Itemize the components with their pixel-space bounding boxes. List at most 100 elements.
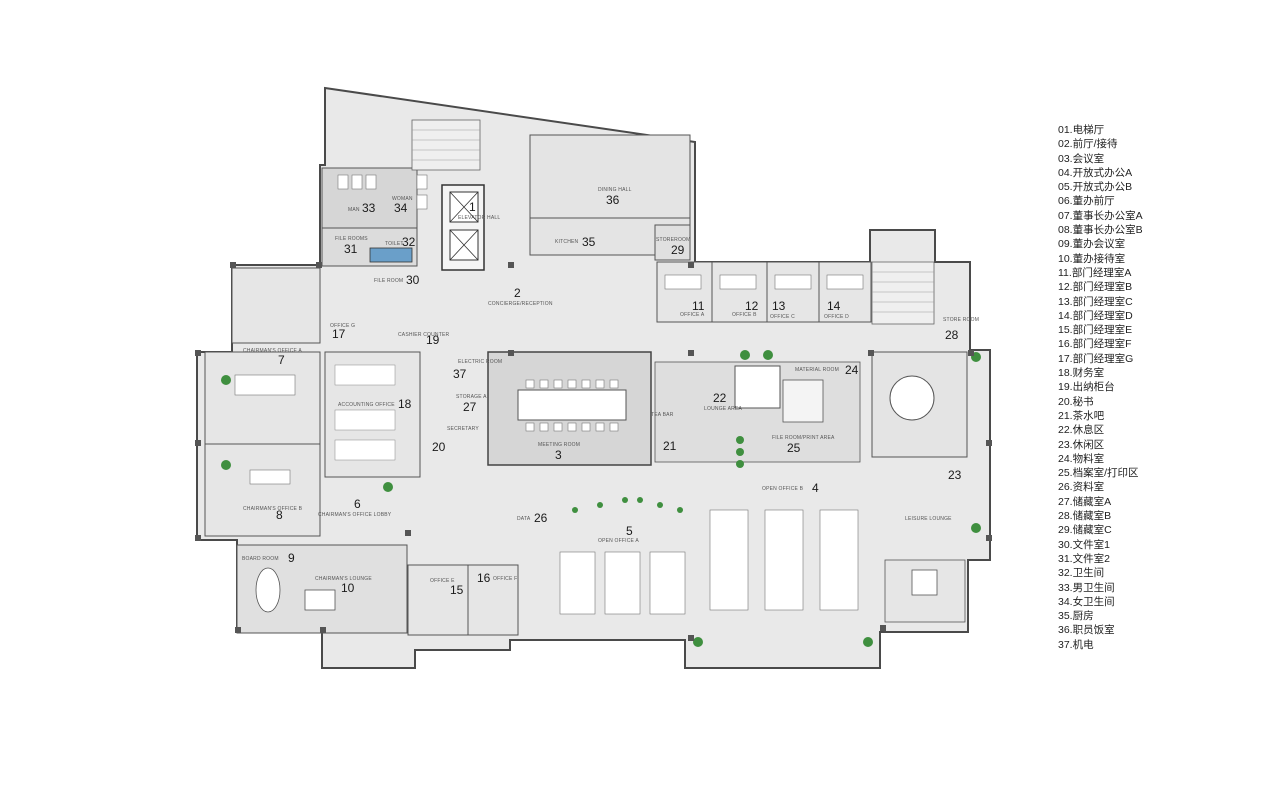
room-14-label: OFFICE D	[824, 314, 849, 320]
chairman-zone	[204, 267, 408, 634]
room-13-label: OFFICE C	[770, 314, 795, 320]
legend-item: 25.档案室/打印区	[1058, 467, 1139, 480]
legend-item: 26.资料室	[1058, 481, 1105, 494]
room-1-label: ELEVATOR HALL	[458, 215, 500, 221]
legend-item: 15.部门经理室E	[1058, 324, 1133, 337]
legend-item: 28.储藏室B	[1058, 510, 1112, 523]
room-21-label: TEA BAR	[651, 412, 674, 418]
room-28-number: 28	[945, 328, 959, 342]
room-24-label: MATERIAL ROOM	[795, 367, 839, 373]
room-37-number: 37	[453, 367, 467, 381]
room-20-label: SECRETARY	[447, 426, 479, 432]
legend-item: 14.部门经理室D	[1058, 309, 1133, 322]
legend-item: 17.部门经理室G	[1058, 352, 1134, 365]
room-16-number: 16	[477, 571, 491, 585]
legend-item: 33.男卫生间	[1058, 581, 1115, 594]
room-22-number: 22	[713, 391, 727, 405]
room-33-number: 33	[362, 201, 376, 215]
room-6-label: CHAIRMAN'S OFFICE LOBBY	[318, 512, 392, 518]
legend-item: 09.董办会议室	[1058, 238, 1126, 251]
room-27-number: 27	[463, 400, 477, 414]
legend-item: 20.秘书	[1058, 395, 1094, 408]
room-35-label: KITCHEN	[555, 239, 579, 245]
room-29-number: 29	[671, 243, 685, 257]
room-34-label: WOMAN	[392, 196, 413, 202]
legend-item: 30.文件室1	[1058, 538, 1110, 551]
room-25-label: FILE ROOM/PRINT AREA	[772, 435, 835, 441]
room-17-label: OFFICE G	[330, 323, 355, 329]
meeting-room-zone	[487, 351, 652, 466]
room-3-label: MEETING ROOM	[538, 442, 580, 448]
legend-item: 04.开放式办公A	[1058, 166, 1133, 179]
room-3-number: 3	[555, 448, 562, 462]
room-1-number: 1	[469, 200, 476, 214]
room-37-label: ELECTRIC ROOM	[458, 359, 502, 365]
stair-top	[411, 119, 935, 325]
room-18-label: ACCOUNTING OFFICE	[338, 402, 395, 408]
legend-item: 03.会议室	[1058, 152, 1105, 165]
room-4-label: OPEN OFFICE B	[762, 486, 804, 492]
room-36-number: 36	[606, 193, 620, 207]
room-17-number: 17	[332, 327, 346, 341]
service-zone	[321, 167, 428, 267]
room-9-label: BOARD ROOM	[242, 556, 279, 562]
room-12-number: 12	[745, 299, 759, 313]
room-12-label: OFFICE B	[732, 312, 757, 318]
legend-item: 13.部门经理室C	[1058, 295, 1133, 308]
legend-item: 37.机电	[1058, 638, 1094, 651]
room-15-number: 15	[450, 583, 464, 597]
legend-item: 32.卫生间	[1058, 567, 1105, 580]
legend-item: 19.出纳柜台	[1058, 381, 1115, 394]
room-31-number: 31	[344, 242, 358, 256]
room-31-label: FILE ROOMS	[335, 236, 368, 242]
room-23-label: LEISURE LOUNGE	[905, 516, 952, 522]
room-32-label: TOILET	[385, 241, 404, 247]
room-13-number: 13	[772, 299, 786, 313]
room-24-number: 24	[845, 363, 859, 377]
legend-item: 07.董事长办公室A	[1058, 209, 1143, 222]
dining-zone	[529, 134, 691, 261]
room-27-label: STORAGE A	[456, 394, 487, 400]
round-table	[871, 351, 968, 623]
legend-item: 34.女卫生间	[1058, 595, 1115, 608]
room-2-label: CONCIERGE/RECEPTION	[488, 301, 553, 307]
legend-item: 31.文件室2	[1058, 552, 1110, 565]
legend-item: 35.厨房	[1058, 610, 1094, 623]
room-6-number: 6	[354, 497, 361, 511]
room-11-number: 11	[692, 299, 705, 313]
room-18-number: 18	[398, 397, 412, 411]
room-8-label: CHAIRMAN'S OFFICE B	[243, 506, 303, 512]
room-19-number: 19	[426, 333, 440, 347]
legend-item: 11.部门经理室A	[1058, 266, 1132, 279]
open-office-desks	[559, 509, 859, 615]
room-7-number: 7	[278, 353, 285, 367]
legend-item: 12.部门经理室B	[1058, 281, 1133, 294]
room-23-number: 23	[948, 468, 962, 482]
room-4-number: 4	[812, 481, 819, 495]
elevators	[441, 184, 485, 271]
room-16-label: OFFICE F	[493, 576, 517, 582]
room-28-label: STORE ROOM	[943, 317, 979, 323]
legend-item: 23.休闲区	[1058, 438, 1105, 451]
room-33-label: MAN	[348, 207, 360, 213]
room-2-number: 2	[514, 286, 521, 300]
legend-item: 16.部门经理室F	[1058, 338, 1132, 351]
offices-bottom	[407, 564, 519, 636]
legend-item: 36.职员饭室	[1058, 624, 1115, 637]
room-11-label: OFFICE A	[680, 312, 705, 318]
columns	[195, 262, 992, 641]
room-26-label: DATA	[517, 516, 531, 522]
room-labels: 1 ELEVATOR HALL 2 CONCIERGE/RECEPTION 3 …	[242, 187, 979, 597]
legend-item: 02.前厅/接待	[1058, 138, 1118, 151]
legend-item: 18.财务室	[1058, 367, 1105, 380]
room-21-number: 21	[663, 439, 677, 453]
plants	[221, 350, 981, 647]
legend-item: 08.董事长办公室B	[1058, 224, 1143, 237]
room-25-number: 25	[787, 441, 801, 455]
room-8-number: 8	[276, 508, 283, 522]
manager-offices-top	[656, 261, 872, 323]
legend-item: 01.电梯厅	[1058, 124, 1105, 136]
room-14-number: 14	[827, 299, 841, 313]
legend-item: 22.休息区	[1058, 424, 1105, 437]
